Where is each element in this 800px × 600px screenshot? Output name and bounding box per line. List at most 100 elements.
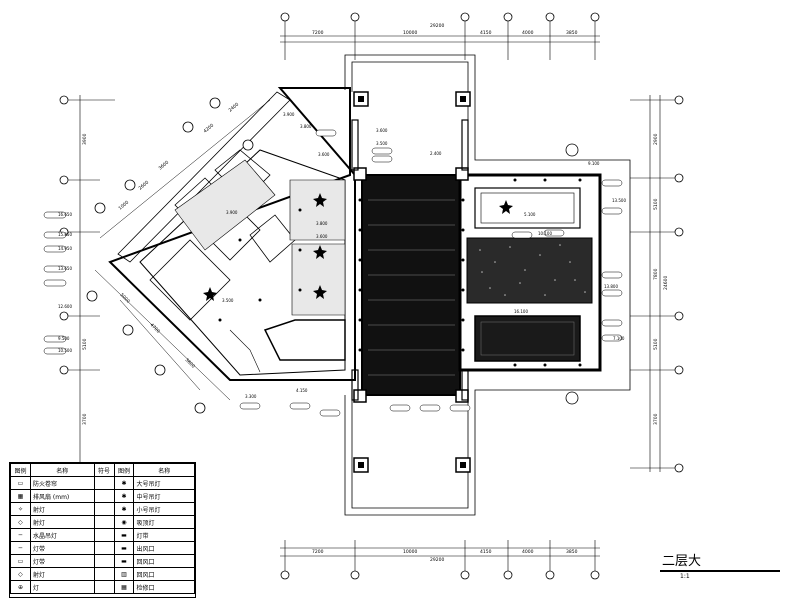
legend-symbol: ▬ xyxy=(113,554,135,568)
legend-code xyxy=(93,541,115,555)
atrium-columns xyxy=(351,119,469,401)
legend-code xyxy=(93,515,115,529)
diag-dim-1: 4200 xyxy=(202,122,215,134)
legend-code xyxy=(93,528,115,542)
elev-right-3: 10.100 xyxy=(538,231,552,236)
diag-dim-2: 2400 xyxy=(227,101,240,113)
dim-left-2: 5100 xyxy=(82,338,88,350)
legend-row: ▭ 防火卷帘 ✱ 大号吊灯 xyxy=(10,476,195,490)
legend-row: ◇ 射灯 ◉ 吸顶灯 xyxy=(10,515,195,529)
legend-symbol: ◉ xyxy=(113,515,135,529)
elevation-labels-right: 9.100 13.500 10.100 13.800 16.100 7.100 … xyxy=(514,161,626,341)
legend-row: ✧ 射灯 ✱ 小号吊灯 xyxy=(10,502,195,516)
legend-name: 射灯 xyxy=(29,502,95,516)
legend-header-symbol-2: 图例 xyxy=(113,463,135,477)
elev-left-2: 15.850 xyxy=(58,232,72,237)
legend-row: ◇ 射灯 ▥ 回风口 xyxy=(10,567,195,581)
elev-right-4: 13.800 xyxy=(604,284,618,289)
elev-center-10: 4.150 xyxy=(296,388,308,393)
legend-symbol: ✱ xyxy=(113,489,135,503)
legend-table: 图例 名称 符号 图例 名称 ▭ 防火卷帘 ✱ 大号吊灯 ▦ 排风扇 (mm) … xyxy=(9,462,196,598)
legend-name: 排风扇 (mm) xyxy=(29,489,95,503)
diag-dim-3: 3600 xyxy=(157,159,170,171)
elev-right-2: 13.500 xyxy=(612,198,626,203)
legend-name: 大号吊灯 xyxy=(133,476,195,490)
legend-symbol: ─ xyxy=(10,541,31,555)
elev-right-7: 5.100 xyxy=(524,212,536,217)
legend-row: ▭ 灯带 ▬ 回风口 xyxy=(10,554,195,568)
axis-lines-bottom xyxy=(280,540,600,574)
dim-right-4: 5100 xyxy=(653,338,659,350)
dim-right-2: 5100 xyxy=(653,198,659,210)
dim-left-3: 3700 xyxy=(82,413,88,425)
dim-bottom-3: 4150 xyxy=(480,549,492,555)
legend-name: 灯 xyxy=(29,580,95,594)
legend-symbol: ▬ xyxy=(113,541,135,555)
legend-row: ─ 灯带 ▬ 出风口 xyxy=(10,541,195,555)
elev-center-7: 3.800 xyxy=(316,221,328,226)
carpet-pattern xyxy=(479,244,586,296)
elev-center-3: 3.600 xyxy=(376,128,388,133)
axis-lines-top xyxy=(280,18,600,60)
legend-code xyxy=(93,476,115,490)
legend-header-row: 图例 名称 符号 图例 名称 xyxy=(10,463,195,477)
legend-name: 水晶吊灯 xyxy=(29,528,95,542)
legend-name: 检修口 xyxy=(133,580,195,594)
dim-top-total: 29200 xyxy=(430,23,444,29)
axis-bubbles-top xyxy=(280,12,600,22)
legend-symbol: ✧ xyxy=(10,502,31,516)
dim-bottom-5: 3850 xyxy=(566,549,578,555)
dim-top-1: 7200 xyxy=(312,30,324,36)
elev-right-6: 7.100 xyxy=(613,336,625,341)
legend-name: 小号吊灯 xyxy=(133,502,195,516)
legend-header-code: 符号 xyxy=(93,463,115,477)
legend-symbol: ◇ xyxy=(10,515,31,529)
canopy-outline xyxy=(344,54,631,516)
section-markers xyxy=(86,97,579,414)
legend-symbol: ▥ xyxy=(113,567,135,581)
legend-name: 灯带 xyxy=(133,528,195,542)
legend-code xyxy=(93,502,115,516)
legend-symbol: ▭ xyxy=(10,554,31,568)
legend-header-name: 名称 xyxy=(29,463,95,477)
legend-name: 回风口 xyxy=(133,567,195,581)
diag-dim-5: 1000 xyxy=(117,199,130,211)
legend-name: 吸顶灯 xyxy=(133,515,195,529)
elevation-tags xyxy=(43,129,623,417)
axis-bubbles-bottom xyxy=(280,570,600,580)
dim-top-3: 4150 xyxy=(480,30,492,36)
legend-name: 防火卷帘 xyxy=(29,476,95,490)
dimension-labels-right: 2900 5100 7800 5100 3700 24600 xyxy=(653,133,669,425)
legend-name: 中号吊灯 xyxy=(133,489,195,503)
legend-name: 出风口 xyxy=(133,541,195,555)
legend-code xyxy=(93,580,115,594)
elev-left-7: 10.500 xyxy=(58,348,72,353)
dimension-labels-left: 3900 5100 3700 xyxy=(82,133,88,425)
legend-code xyxy=(93,489,115,503)
dim-top-2: 10000 xyxy=(403,30,417,36)
elevation-labels-left: 16.650 15.850 14.950 13.650 12.600 9.500… xyxy=(58,212,72,353)
dim-bottom-2: 10000 xyxy=(403,549,417,555)
legend-header-name-2: 名称 xyxy=(133,463,195,477)
dim-right-5: 3700 xyxy=(653,413,659,425)
legend-code xyxy=(93,554,115,568)
axis-lines-left xyxy=(66,95,115,472)
elev-left-5: 12.600 xyxy=(58,304,72,309)
elev-center-4: 3.500 xyxy=(376,141,388,146)
axis-lines-right xyxy=(630,95,678,472)
elev-right-1: 9.100 xyxy=(588,161,600,166)
dim-right-total: 24600 xyxy=(663,276,669,290)
dim-top-5: 3850 xyxy=(566,30,578,36)
legend-symbol: ▭ xyxy=(10,476,31,490)
ceiling-lights xyxy=(203,193,513,301)
axis-bubbles-right xyxy=(674,95,684,473)
legend-symbol: ✱ xyxy=(113,502,135,516)
elev-left-1: 16.650 xyxy=(58,212,72,217)
diag-dim-4: 2600 xyxy=(137,179,150,191)
legend-name: 灯带 xyxy=(29,541,95,555)
elevation-labels-center: 3.900 3.800 3.600 3.500 3.600 3.900 3.80… xyxy=(222,112,442,399)
legend-symbol: ▦ xyxy=(10,489,31,503)
diag-dim-8: 3600 xyxy=(184,357,196,369)
dim-top-4: 4000 xyxy=(522,30,534,36)
legend-name: 灯带 xyxy=(29,554,95,568)
